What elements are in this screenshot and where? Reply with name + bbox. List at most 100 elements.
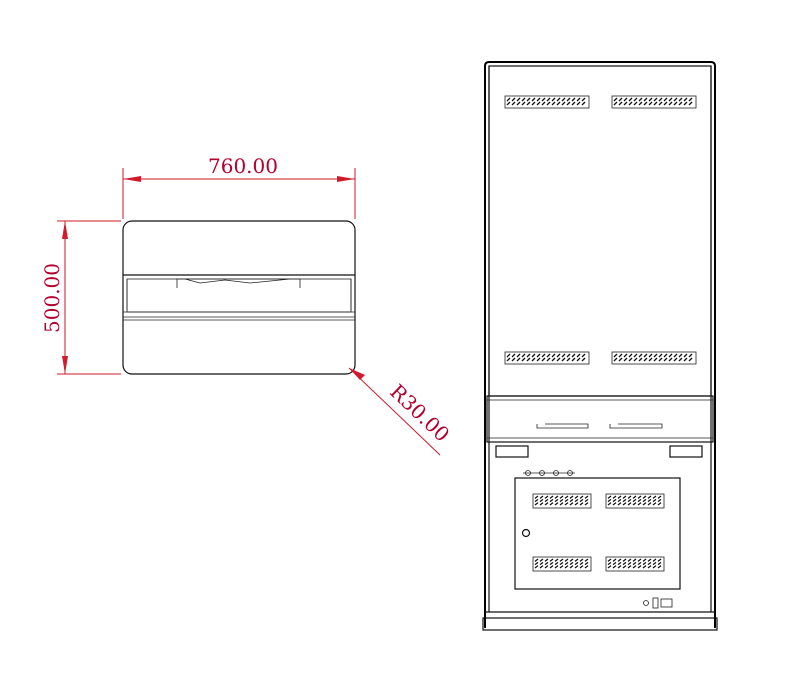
depth-arrow-top bbox=[62, 221, 68, 239]
vent-slat bbox=[544, 502, 549, 506]
vent-slat bbox=[607, 498, 612, 503]
indicator-lights bbox=[523, 470, 575, 476]
vent-slat bbox=[511, 357, 516, 362]
vent-slat bbox=[581, 357, 586, 362]
vent-slat bbox=[668, 101, 673, 106]
vent-slat bbox=[638, 353, 643, 358]
vent-slat bbox=[653, 353, 658, 358]
vent-slat bbox=[576, 357, 581, 362]
vent-slat bbox=[663, 357, 668, 362]
width-arrow-right bbox=[337, 176, 355, 182]
vent-slat bbox=[574, 561, 579, 566]
vent-slat bbox=[647, 565, 652, 569]
vent-slat bbox=[584, 561, 589, 566]
vent-slat bbox=[556, 357, 561, 362]
depth-arrow-bottom bbox=[62, 356, 68, 374]
vent-slat bbox=[637, 498, 642, 503]
vent-slat bbox=[564, 502, 569, 506]
vent-slat bbox=[633, 353, 638, 358]
vent-slat bbox=[569, 558, 574, 562]
vent-slat bbox=[556, 97, 561, 102]
vent-slat bbox=[622, 558, 627, 562]
upper-panel bbox=[488, 65, 712, 397]
vent-slat bbox=[627, 498, 632, 503]
vent-slat bbox=[657, 558, 662, 562]
top-view-outline bbox=[122, 220, 356, 375]
vent-slat bbox=[551, 101, 556, 106]
vent-slat bbox=[569, 495, 574, 499]
front-view bbox=[482, 61, 718, 631]
vent-slat bbox=[579, 495, 584, 499]
vent-slat bbox=[546, 357, 551, 362]
upper-vents bbox=[504, 95, 697, 365]
vent-door-top-right bbox=[605, 493, 665, 509]
vent-slat bbox=[554, 565, 559, 569]
vent-slat bbox=[638, 101, 643, 106]
vent-slat bbox=[564, 498, 569, 503]
vent-slat bbox=[571, 97, 576, 102]
width-arrow-left bbox=[123, 176, 141, 182]
vent-slat bbox=[643, 97, 648, 102]
vent-slat bbox=[554, 495, 559, 499]
vent-slat bbox=[688, 101, 693, 106]
vent-slat bbox=[618, 101, 623, 106]
vent-slat bbox=[584, 495, 589, 499]
vent-slat bbox=[657, 498, 662, 503]
vent-slat bbox=[536, 97, 541, 102]
vent-slat bbox=[647, 495, 652, 499]
vent-slat bbox=[534, 498, 539, 503]
top-view bbox=[122, 220, 356, 375]
vent-slat bbox=[642, 558, 647, 562]
vent-slat bbox=[633, 101, 638, 106]
vent-mid-right bbox=[611, 351, 697, 365]
bracket-right bbox=[669, 445, 703, 458]
vent-door-bottom-left bbox=[532, 556, 592, 572]
vent-slat bbox=[576, 97, 581, 102]
vent-slat bbox=[584, 502, 589, 506]
vent-slat bbox=[536, 353, 541, 358]
vent-slat bbox=[539, 565, 544, 569]
vent-slat bbox=[688, 353, 693, 358]
vent-slat bbox=[607, 565, 612, 569]
vent-slat bbox=[569, 561, 574, 566]
vent-slat bbox=[539, 558, 544, 562]
vent-door-bottom-right bbox=[605, 556, 665, 572]
vent-slat bbox=[539, 498, 544, 503]
vent-slat bbox=[632, 558, 637, 562]
vent-slat bbox=[546, 101, 551, 106]
vent-slat bbox=[516, 353, 521, 358]
vent-slat bbox=[643, 101, 648, 106]
vent-slat bbox=[637, 565, 642, 569]
cabinet-inner-edge bbox=[488, 66, 712, 612]
vent-slat bbox=[648, 97, 653, 102]
vent-slat bbox=[549, 498, 554, 503]
vent-slat bbox=[678, 97, 683, 102]
vent-slat bbox=[678, 101, 683, 106]
vent-slats bbox=[613, 353, 693, 362]
vent-slat bbox=[544, 558, 549, 562]
vent-slat bbox=[617, 561, 622, 566]
vent-slat bbox=[554, 561, 559, 566]
vent-slat bbox=[622, 502, 627, 506]
vent-slat bbox=[539, 561, 544, 566]
vent-slat bbox=[566, 353, 571, 358]
vent-slat bbox=[617, 558, 622, 562]
vent-slat bbox=[627, 558, 632, 562]
vent-slat bbox=[551, 357, 556, 362]
vent-slats bbox=[607, 495, 662, 506]
vent-slat bbox=[612, 495, 617, 499]
power-button-icon bbox=[643, 600, 649, 606]
vent-slat bbox=[643, 353, 648, 358]
shelf-section bbox=[486, 395, 714, 443]
radius-leader bbox=[348, 367, 441, 456]
vent-slat bbox=[531, 97, 536, 102]
vent-slat bbox=[541, 97, 546, 102]
vent-slat bbox=[571, 357, 576, 362]
vent-slat bbox=[618, 357, 623, 362]
vent-slat bbox=[546, 97, 551, 102]
vent-slat bbox=[521, 357, 526, 362]
vent-slat bbox=[663, 97, 668, 102]
vent-slats bbox=[607, 558, 662, 569]
vent-slat bbox=[618, 97, 623, 102]
vent-slat bbox=[559, 495, 564, 499]
